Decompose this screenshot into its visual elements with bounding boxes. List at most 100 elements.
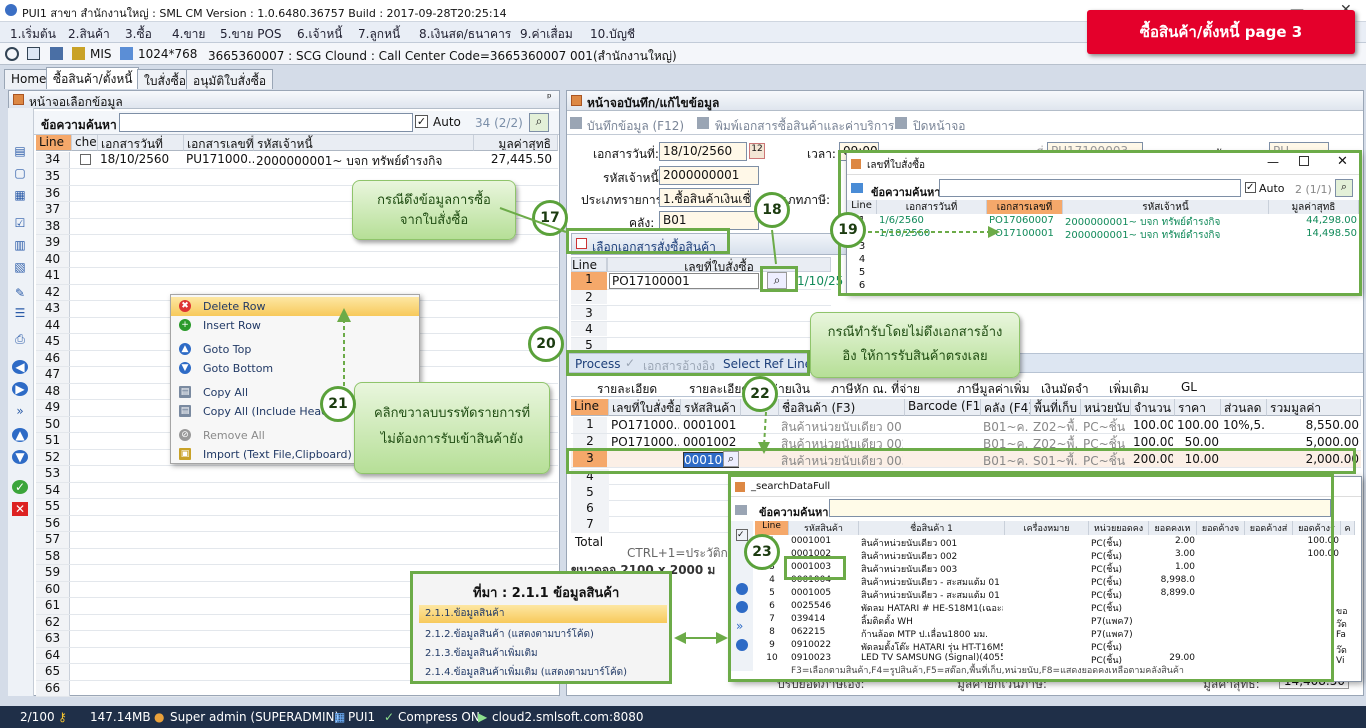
po-row[interactable]: 2 xyxy=(571,290,831,306)
table-row[interactable]: 61 xyxy=(36,598,558,615)
row-checkbox[interactable] xyxy=(80,154,91,165)
filter-icon[interactable] xyxy=(851,183,863,193)
search-col-0[interactable]: Line xyxy=(755,521,789,535)
arrow-up-icon[interactable] xyxy=(736,639,748,651)
menu-item-sale[interactable]: 4.ขาย xyxy=(172,27,206,41)
menu-delete-row[interactable]: ✖Delete Row xyxy=(171,297,419,316)
table-row[interactable]: 54 xyxy=(36,482,558,499)
search-col-1[interactable]: รหัสสินค้า xyxy=(789,521,859,535)
table-row[interactable]: 36 xyxy=(36,185,558,202)
pin-icon[interactable]: ᵖ xyxy=(547,91,552,104)
detail-col-10[interactable]: ราคา xyxy=(1175,399,1221,416)
menu-item-cash[interactable]: 8.เงินสด/ธนาคาร xyxy=(419,27,512,41)
search-col-4[interactable]: หน่วยยอดคง xyxy=(1089,521,1149,535)
detail-col-11[interactable]: ส่วนลด xyxy=(1221,399,1267,416)
po-search-input[interactable] xyxy=(939,179,1241,197)
subtab-more[interactable]: เพิ่มเติม xyxy=(1109,382,1149,396)
print-button[interactable]: พิมพ์เอกสารซื้อสินค้าและค่าบริการ xyxy=(715,119,895,133)
col-line[interactable]: Line xyxy=(36,135,72,151)
filter-icon[interactable] xyxy=(735,505,747,515)
copy-icon[interactable]: ▦ xyxy=(14,188,26,202)
fast-forward-icon[interactable]: » xyxy=(16,404,24,418)
menu-copy-all[interactable]: ▤Copy All xyxy=(179,386,249,399)
resolution-icon[interactable] xyxy=(120,47,133,60)
po-auto-checkbox[interactable]: ✓ xyxy=(1245,182,1256,193)
checklist-icon[interactable]: ☑ xyxy=(14,216,26,230)
arrow-down-icon[interactable]: ▼ xyxy=(12,450,28,464)
save-button[interactable]: บันทึกข้อมูล (F12) xyxy=(587,119,685,133)
subtab-detail-2[interactable]: รายละเอียด xyxy=(689,382,750,396)
document-icon[interactable]: ▢ xyxy=(14,166,26,180)
po-window-col-0[interactable]: Line xyxy=(847,200,877,214)
menu-import[interactable]: ▣Import (Text File,Clipboard) xyxy=(179,448,352,461)
search-col-9[interactable]: ค xyxy=(1341,521,1355,535)
detail-col-6[interactable]: คลัง (F4) xyxy=(981,399,1031,416)
type-field[interactable]: 1.ซื้อสินค้าเงินเชื่อ xyxy=(659,188,751,207)
detail-col-0[interactable]: Line xyxy=(571,399,609,416)
select-ref-button[interactable]: Select Ref Line xyxy=(723,357,813,371)
col-check[interactable]: che xyxy=(72,135,98,151)
table-row[interactable]: 39 xyxy=(36,235,558,252)
creditor-field[interactable]: 2000000001 xyxy=(659,166,759,185)
table-row[interactable]: 56 xyxy=(36,515,558,532)
doc-date-field[interactable]: 18/10/2560 xyxy=(659,142,747,161)
detail-col-2[interactable]: รหัสสินค้า xyxy=(681,399,741,416)
detail-col-4[interactable]: ชื่อสินค้า (F3) xyxy=(779,399,905,416)
table-row[interactable]: 59 xyxy=(36,565,558,582)
edit-icon[interactable]: ✎ xyxy=(14,286,26,300)
new-icon[interactable]: ▤ xyxy=(14,144,26,158)
detail-col-5[interactable]: Barcode (F1) xyxy=(905,399,981,416)
left-search-input[interactable] xyxy=(119,113,413,132)
menu-copy-all-header[interactable]: ▤Copy All (Include Header) xyxy=(179,405,344,418)
po-row-number[interactable]: PO17100001 xyxy=(609,273,759,289)
col-doc-no[interactable]: เอกสารเลขที่ xyxy=(184,135,254,151)
search-col-6[interactable]: ยอดค้างจ xyxy=(1197,521,1245,535)
po-search-icon[interactable]: ⌕ xyxy=(1335,179,1353,197)
po-window-col-4[interactable]: มูลค่าสุทธิ xyxy=(1269,200,1359,214)
window-icon[interactable] xyxy=(27,47,40,60)
po-search-icon[interactable]: ⌕ xyxy=(767,272,787,289)
subtab-payment[interactable]: จ่ายเงิน xyxy=(771,382,810,396)
arrow-right-icon[interactable] xyxy=(736,601,748,613)
list-icon[interactable]: ☰ xyxy=(14,306,26,320)
search-col-8[interactable]: ยอดค้างร xyxy=(1293,521,1341,535)
arrow-left-icon[interactable]: ◀ xyxy=(12,360,28,374)
window-maximize-icon[interactable] xyxy=(1299,156,1309,166)
search-col-3[interactable]: เครื่องหมาย xyxy=(1005,521,1089,535)
menu-item-depreciation[interactable]: 9.ค่าเสื่อม xyxy=(520,27,573,41)
detail-col-9[interactable]: จำนวน xyxy=(1131,399,1175,416)
table-row[interactable]: 34 18/10/2560 PU171000... 2000000001~ บจ… xyxy=(36,152,558,169)
table-row[interactable]: 64 xyxy=(36,647,558,664)
detail-col-8[interactable]: หน่วยนับ xyxy=(1081,399,1131,416)
check-icon[interactable]: ✓ xyxy=(736,529,748,541)
detail-col-12[interactable]: รวมมูลค่า xyxy=(1267,399,1361,416)
cancel-icon[interactable]: ✕ xyxy=(12,502,28,516)
menu-item-pos[interactable]: 5.ขาย POS xyxy=(220,27,282,41)
po-row[interactable]: 3 xyxy=(571,306,831,322)
subtab-deposit[interactable]: เงินมัดจำ xyxy=(1041,382,1089,396)
search-col-7[interactable]: ยอดค้างส่ xyxy=(1245,521,1293,535)
resolution-label[interactable]: 1024*768 xyxy=(138,47,198,61)
tab-home[interactable]: Home xyxy=(4,69,54,89)
subtab-vat[interactable]: ภาษีมูลค่าเพิ่ม xyxy=(957,382,1030,396)
fast-forward-icon[interactable]: » xyxy=(736,619,744,633)
search-col-5[interactable]: ยอดคงเห xyxy=(1149,521,1197,535)
print-icon[interactable]: ⎙ xyxy=(15,332,25,346)
window-minimize-icon[interactable]: — xyxy=(1267,155,1279,169)
code-search-icon[interactable]: ⌕ xyxy=(723,451,739,467)
report-icon[interactable]: ▥ xyxy=(14,238,26,252)
table-row[interactable]: 55 xyxy=(36,499,558,516)
tab-purchase[interactable]: ซื้อสินค้า/ตั้งหนี้ xyxy=(46,67,140,89)
arrow-left-icon[interactable] xyxy=(736,583,748,595)
detail-col-1[interactable]: เลขที่ใบสั่งซื้อ xyxy=(609,399,681,416)
po-window-col-3[interactable]: รหัสเจ้าหนี้ xyxy=(1063,200,1269,214)
menu-item-creditor[interactable]: 6.เจ้าหนี้ xyxy=(297,27,343,41)
